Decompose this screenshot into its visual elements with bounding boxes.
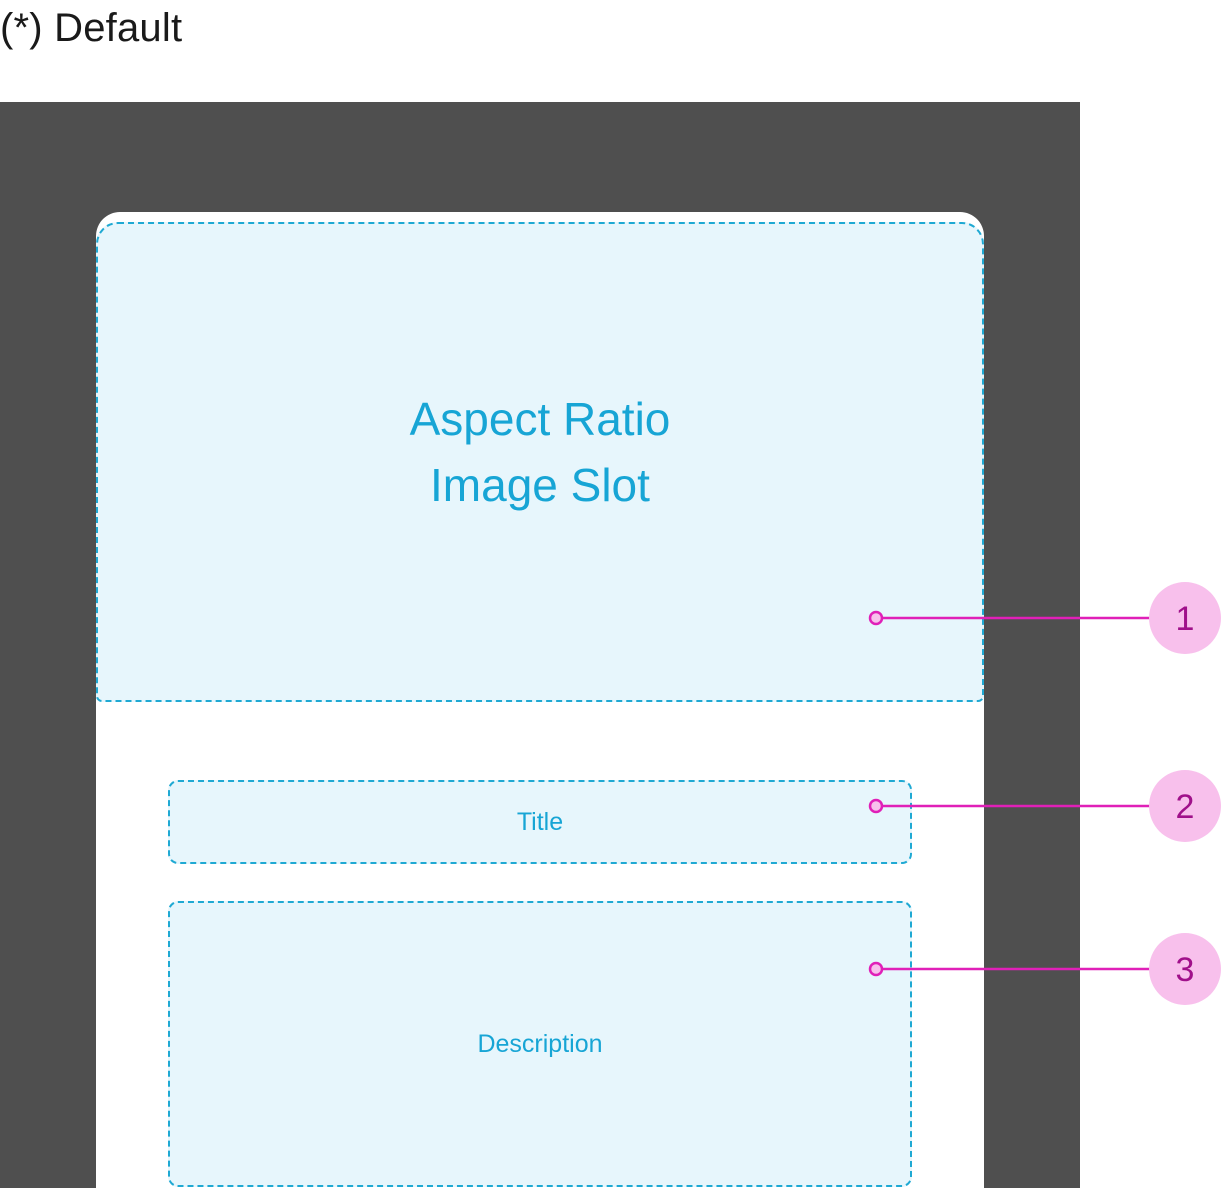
callout-badge-2 xyxy=(1149,770,1221,842)
image-slot: Aspect Ratio Image Slot xyxy=(96,222,984,702)
page-title: (*) Default xyxy=(0,6,183,50)
description-slot: Description xyxy=(168,901,912,1187)
description-slot-label: Description xyxy=(477,1029,603,1058)
title-slot: Title xyxy=(168,780,912,864)
callout-number-1: 1 xyxy=(1176,600,1195,638)
callout-number-3: 3 xyxy=(1176,951,1195,989)
image-slot-label-line-1: Aspect Ratio xyxy=(409,393,671,445)
title-slot-label: Title xyxy=(516,807,564,836)
image-slot-label-line-2: Image Slot xyxy=(430,459,650,511)
callout-number-2: 2 xyxy=(1176,788,1195,826)
callout-badge-1 xyxy=(1149,582,1221,654)
callout-badge-3 xyxy=(1149,933,1221,1005)
